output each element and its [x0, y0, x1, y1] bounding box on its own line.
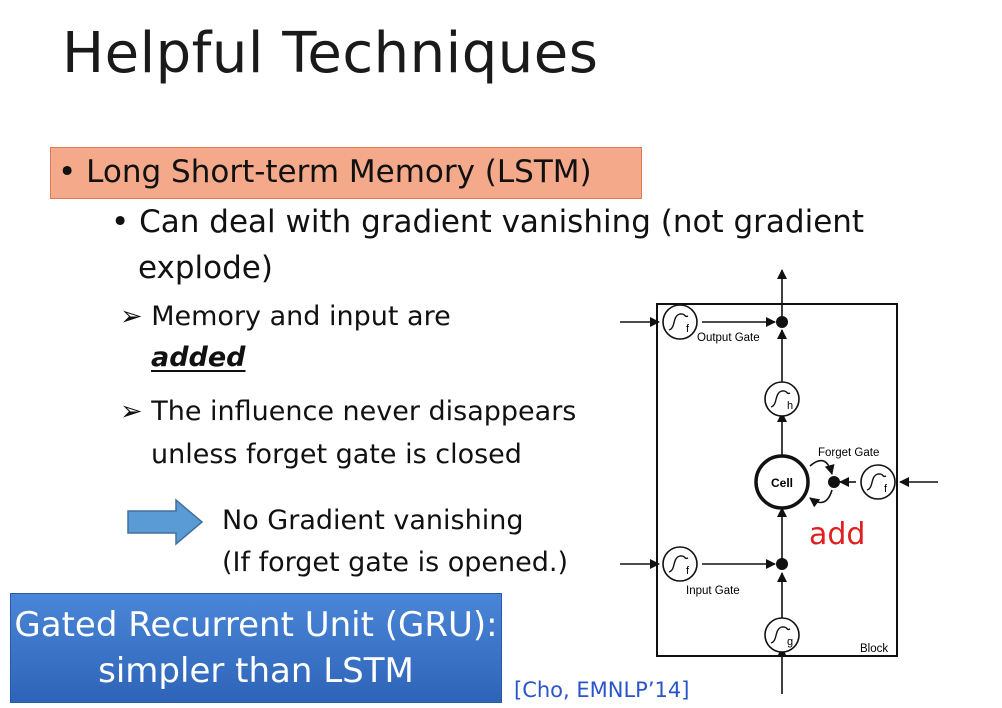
- g-node: g: [764, 617, 800, 653]
- point-memory-added: ➢ Memory and input are: [120, 296, 451, 338]
- gradient-text-line1: Can deal with gradient vanishing (not gr…: [139, 204, 865, 240]
- arrow-bullet-icon: ➢: [120, 301, 143, 332]
- point2-line2: unless forget gate is closed: [151, 439, 522, 470]
- result-line2: (If forget gate is opened.): [222, 547, 569, 578]
- input-mult-dot: [776, 558, 788, 570]
- citation: [Cho, EMNLP’14]: [514, 678, 690, 702]
- lstm-diagram: Cell f h f f g Output Gate Forget Gate I…: [620, 269, 938, 694]
- add-label: add: [809, 517, 866, 552]
- output-mult-dot: [776, 316, 788, 328]
- bullet-dot: •: [58, 154, 77, 190]
- gru-callout: Gated Recurrent Unit (GRU): simpler than…: [10, 593, 502, 703]
- svg-text:f: f: [884, 483, 888, 495]
- point1-text: Memory and input are: [151, 301, 451, 332]
- right-arrow-icon: [127, 498, 204, 546]
- slide-title: Helpful Techniques: [62, 21, 599, 86]
- output-gate-node: f: [662, 304, 698, 340]
- block-label: Block: [860, 643, 888, 655]
- forget-mult-dot: [828, 476, 840, 488]
- gradient-text-line2: explode): [138, 250, 273, 286]
- point2-line1: The influence never disappears: [151, 396, 577, 427]
- output-gate-label: Output Gate: [697, 332, 760, 344]
- svg-text:f: f: [686, 565, 690, 577]
- cell-node: [754, 454, 810, 510]
- point-influence: ➢ The influence never disappears: [120, 391, 576, 433]
- forget-gate-node: f: [860, 464, 896, 500]
- gru-line2: simpler than LSTM: [98, 651, 414, 691]
- svg-text:h: h: [787, 400, 793, 412]
- lstm-highlight-box: [50, 147, 642, 199]
- svg-text:g: g: [787, 636, 793, 648]
- input-gate-label: Input Gate: [686, 585, 740, 597]
- h-node: h: [764, 381, 800, 417]
- lstm-bullet: • Long Short-term Memory (LSTM): [58, 151, 592, 193]
- input-gate-node: f: [662, 546, 698, 582]
- cell-label: Cell: [771, 476, 793, 490]
- gru-line1: Gated Recurrent Unit (GRU):: [14, 605, 498, 645]
- gradient-bullet: • Can deal with gradient vanishing (not …: [111, 201, 864, 243]
- lstm-label: Long Short-term Memory (LSTM): [86, 154, 592, 190]
- forget-gate-label: Forget Gate: [818, 447, 879, 459]
- point1-emphasis: added: [151, 342, 246, 373]
- arrow-bullet-icon: ➢: [120, 396, 143, 427]
- svg-text:f: f: [686, 323, 690, 335]
- result-line1: No Gradient vanishing: [222, 505, 524, 536]
- bullet-dot: •: [111, 204, 130, 240]
